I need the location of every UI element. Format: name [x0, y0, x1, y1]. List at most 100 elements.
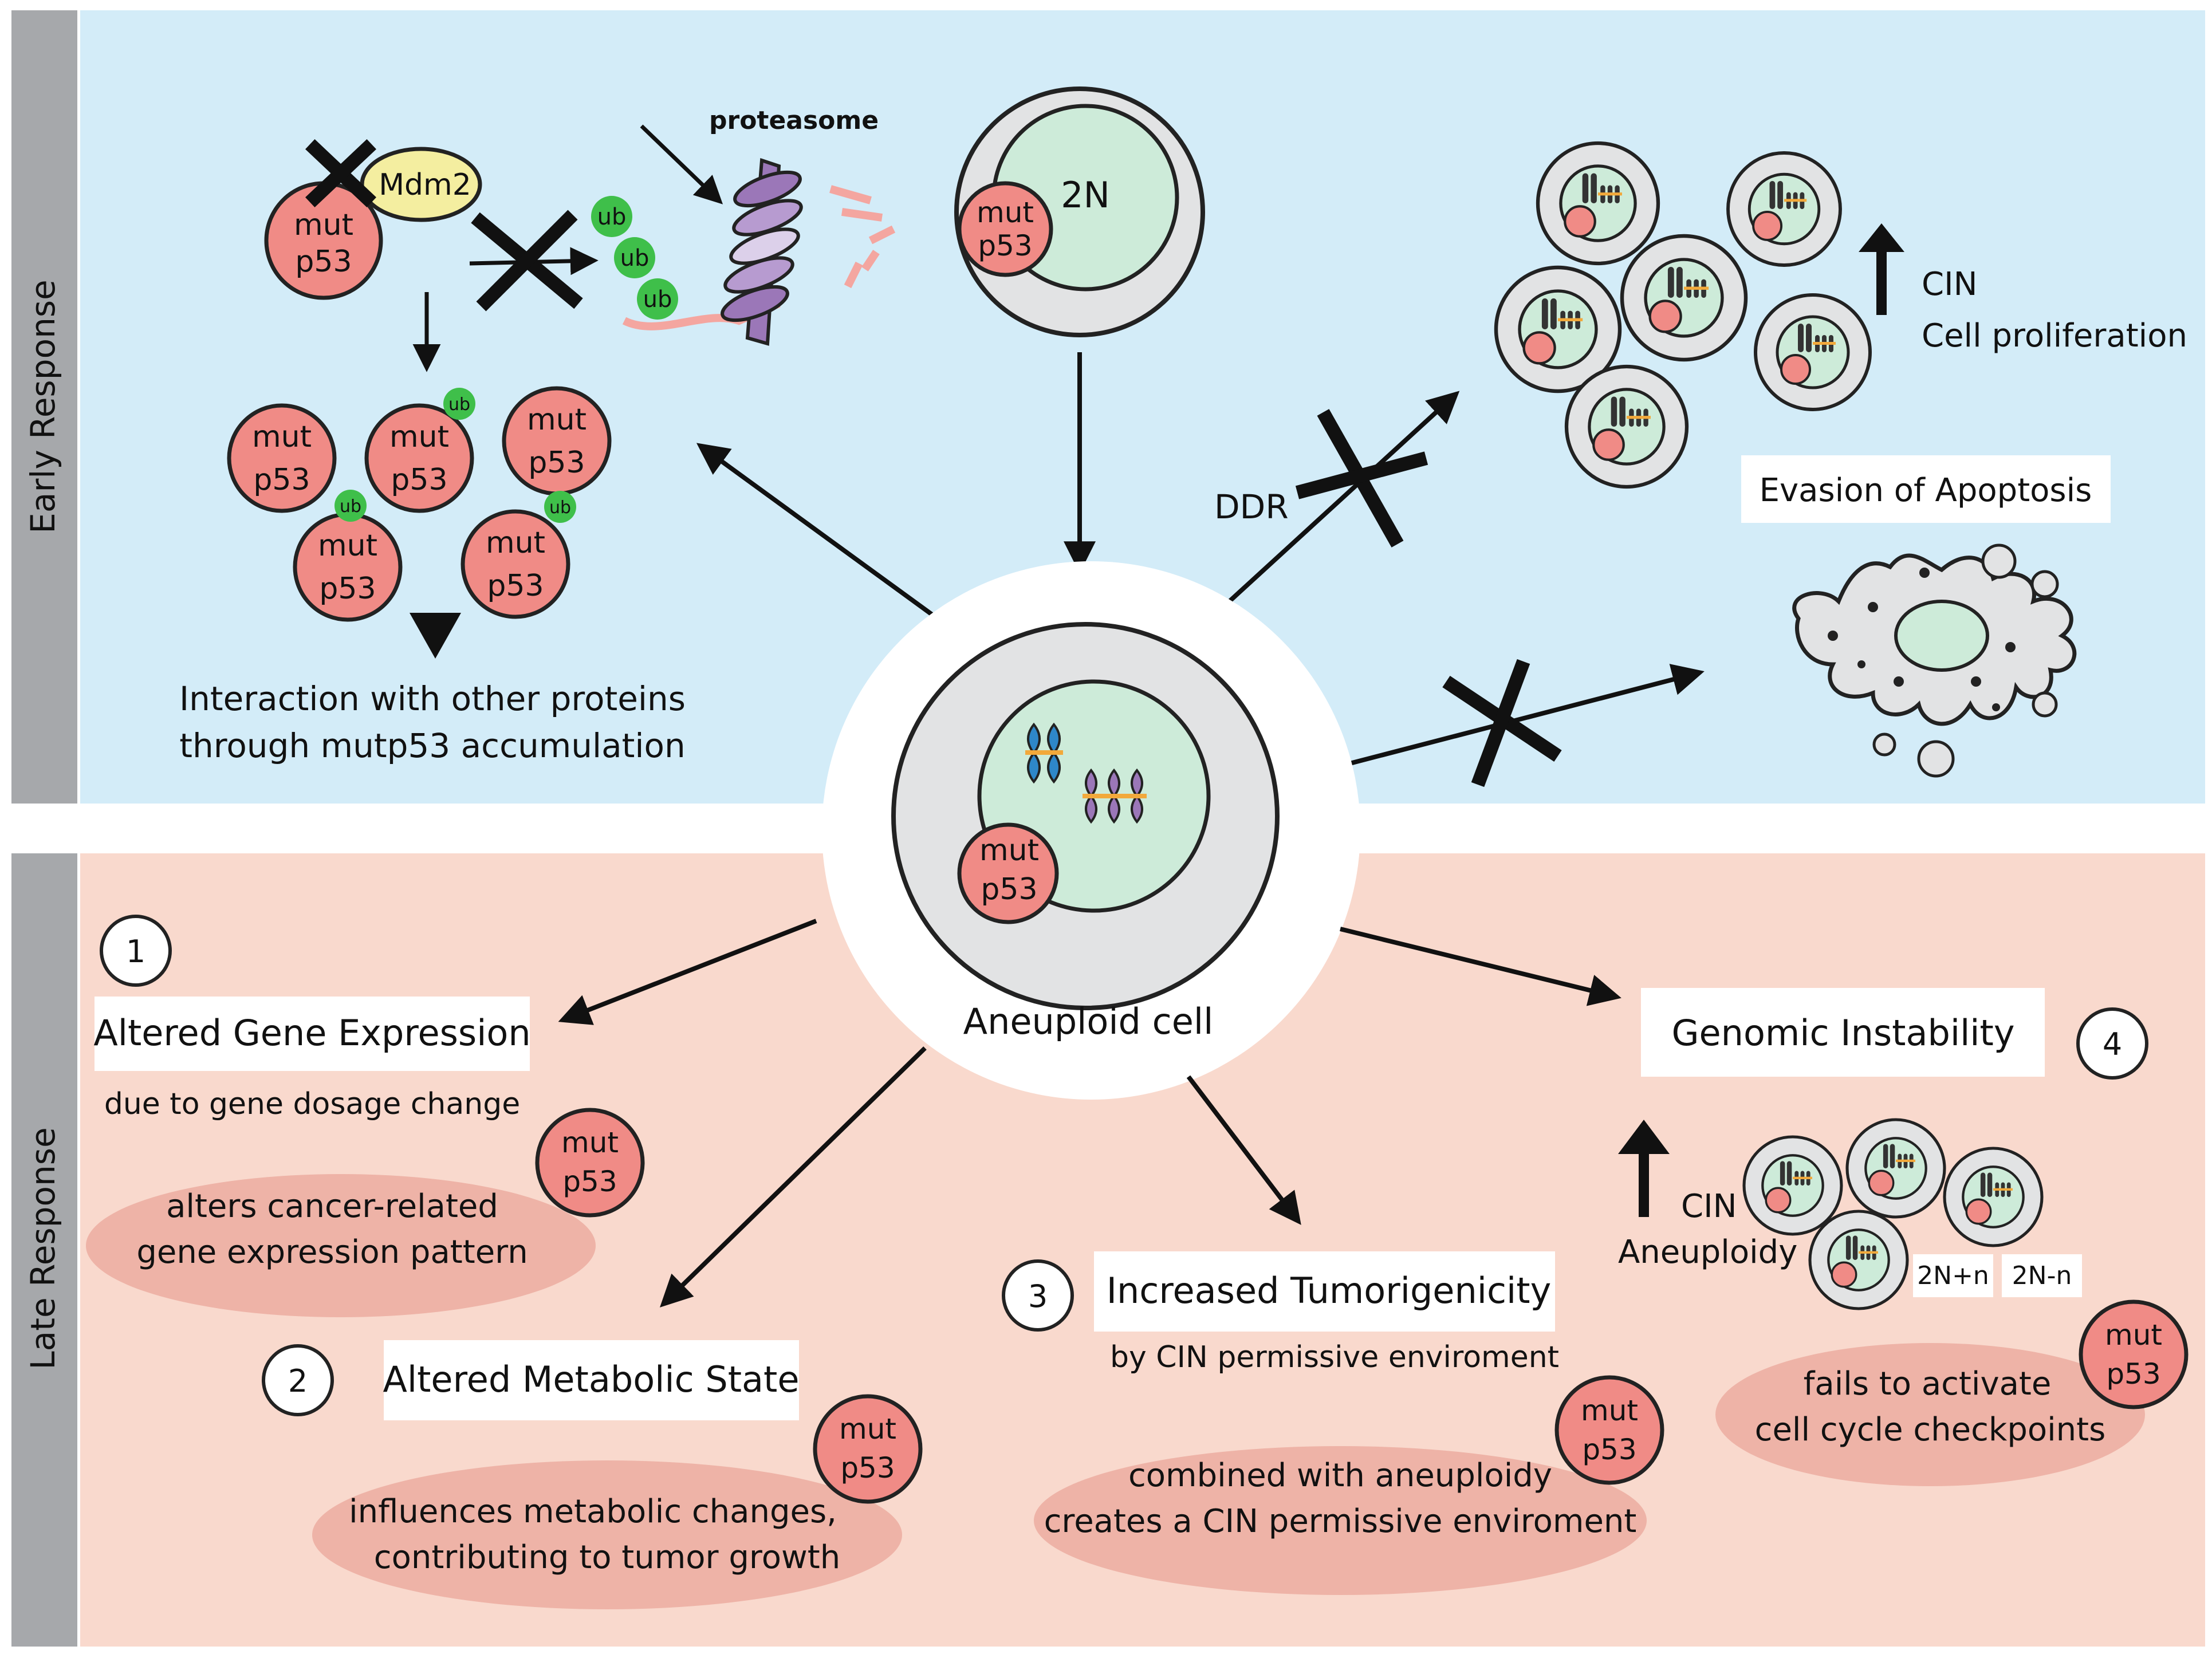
interaction-text-line2: through mutp53 accumulation: [179, 726, 685, 765]
step-3-badge: [1002, 1259, 1074, 1332]
peptide-fragments: [829, 185, 896, 289]
ub-tag: [614, 237, 655, 278]
tumorigenicity-effect-oval: [1034, 1446, 1647, 1595]
down-arrow-icon: [410, 613, 461, 659]
svg-text:p53: p53: [981, 872, 1037, 907]
evasion-apoptosis-box: [1741, 455, 2111, 523]
svg-text:p53: p53: [319, 572, 376, 606]
loss-label-box: [2002, 1254, 2082, 1297]
svg-text:p53: p53: [253, 463, 310, 497]
svg-text:influences metabolic changes,: influences metabolic changes,: [349, 1493, 837, 1530]
svg-text:p53: p53: [528, 446, 585, 480]
gain-label-box: [1913, 1254, 1993, 1297]
aneuploidy-label: Aneuploidy: [1618, 1234, 1797, 1271]
svg-text:p53: p53: [978, 229, 1032, 262]
svg-text:p53: p53: [840, 1451, 895, 1484]
svg-text:ub: ub: [620, 245, 650, 271]
svg-text:p53: p53: [2106, 1357, 2160, 1391]
svg-text:p53: p53: [1582, 1433, 1636, 1466]
svg-text:p53: p53: [487, 569, 544, 603]
svg-text:p53: p53: [562, 1165, 617, 1198]
proteasome-label: proteasome: [709, 106, 879, 135]
arrow-to-tumorigenicity: [1186, 1075, 1301, 1225]
mutp53-protein: [957, 181, 1053, 277]
up-arrow-head: [1859, 223, 1904, 252]
ub-tag: [591, 196, 632, 237]
svg-text:fails to activate: fails to activate: [1804, 1365, 2052, 1403]
svg-text:2: 2: [288, 1363, 308, 1399]
step-2-badge: [262, 1344, 334, 1416]
arrow-to-genomic-instability: [1340, 927, 1621, 1006]
increased-tumorigenicity-box: [1094, 1251, 1555, 1332]
svg-text:mut: mut: [527, 403, 587, 437]
evasion-apoptosis-label: Evasion of Apoptosis: [1760, 472, 2092, 509]
svg-text:mut: mut: [1581, 1394, 1638, 1427]
cin-label-late: CIN: [1681, 1188, 1737, 1225]
svg-text:p53: p53: [391, 463, 447, 497]
step-4-badge: [2076, 1007, 2148, 1080]
gene-dosage-subtitle: due to gene dosage change: [104, 1087, 520, 1121]
centromere-mark: [1025, 750, 1063, 755]
early-response-label: Early Response: [23, 279, 62, 533]
late-sidebar: [11, 853, 77, 1647]
early-sidebar: [11, 10, 77, 804]
chromosomes-icon: [1027, 722, 1143, 824]
up-arrow-head: [1618, 1120, 1670, 1154]
svg-text:mut: mut: [979, 833, 1039, 868]
cell-proliferation-label: Cell proliferation: [1922, 317, 2187, 355]
svg-text:3: 3: [1028, 1278, 1048, 1314]
step-1-badge: [100, 915, 172, 987]
svg-text:creates a CIN permissive envir: creates a CIN permissive enviroment: [1044, 1503, 1637, 1540]
svg-text:4: 4: [2103, 1026, 2122, 1062]
apoptotic-bodies: [1872, 544, 2059, 778]
ub-tag: [637, 278, 678, 320]
svg-text:alters cancer-related: alters cancer-related: [166, 1188, 498, 1225]
x-cross-icon: [305, 139, 376, 207]
svg-text:mut: mut: [389, 420, 449, 454]
late-response-label: Late Response: [23, 1127, 62, 1369]
mutp53-protein: [1554, 1375, 1664, 1485]
genomic-instability-box: [1641, 988, 2045, 1077]
gene-expression-effect-oval: [86, 1174, 596, 1317]
altered-gene-expression-box: [95, 997, 530, 1071]
checkpoint-effect-oval: [1715, 1343, 2145, 1486]
arrow-to-gene-expression: [558, 919, 817, 1025]
svg-text:mut: mut: [252, 420, 312, 454]
svg-text:mut: mut: [2105, 1318, 2162, 1352]
svg-text:combined with aneuploidy: combined with aneuploidy: [1128, 1457, 1552, 1494]
mutp53-protein: [535, 1108, 645, 1218]
arrow-to-mutp53-accumulation: [696, 443, 935, 618]
svg-text:ub: ub: [597, 204, 627, 230]
arrow-to-metabolic-state: [659, 1046, 927, 1308]
svg-text:mut: mut: [977, 196, 1034, 229]
svg-text:ub: ub: [340, 497, 361, 517]
x-cross-icon: [1295, 409, 1428, 548]
interaction-text-line1: Interaction with other proteins: [179, 679, 686, 718]
mutp53-protein: [957, 822, 1059, 924]
svg-text:ub: ub: [643, 286, 672, 313]
apoptotic-debris: [1828, 568, 2016, 711]
cin-label: CIN: [1922, 266, 1978, 303]
mutp53-protein: [2079, 1299, 2189, 1409]
svg-text:p53: p53: [295, 245, 352, 279]
gain-label: 2N+n: [1917, 1261, 1989, 1290]
centromere-mark: [1083, 794, 1147, 798]
x-cross-icon: [471, 210, 583, 312]
proteasome-arrow: [640, 124, 723, 204]
ddr-arrow: [1218, 391, 1460, 612]
svg-text:contributing to tumor growth: contributing to tumor growth: [374, 1539, 840, 1576]
apoptotic-nucleus: [1894, 600, 1989, 672]
altered-metabolic-state-box: [384, 1340, 799, 1420]
altered-metabolic-state-title: Altered Metabolic State: [383, 1358, 799, 1400]
increased-tumorigenicity-title: Increased Tumorigenicity: [1107, 1270, 1552, 1312]
svg-text:gene expression pattern: gene expression pattern: [136, 1234, 528, 1271]
svg-text:mut: mut: [294, 208, 353, 242]
aneuploid-cell-label: Aneuploid cell: [963, 1001, 1214, 1042]
svg-text:ub: ub: [448, 395, 470, 415]
svg-text:mut: mut: [839, 1412, 896, 1446]
svg-text:mut: mut: [561, 1126, 619, 1159]
altered-gene-expression-title: Altered Gene Expression: [93, 1012, 530, 1054]
ddr-label: DDR: [1214, 487, 1289, 526]
svg-text:mut: mut: [318, 529, 377, 563]
metabolic-effect-oval: [312, 1460, 902, 1609]
